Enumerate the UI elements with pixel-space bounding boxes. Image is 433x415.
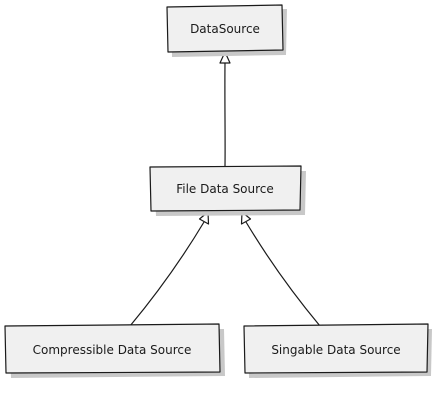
class-node-datasource[interactable]: DataSource — [166, 4, 287, 57]
inheritance-edge-file-to-datasource — [219, 51, 231, 167]
class-node-file-datasource[interactable]: File Data Source — [149, 165, 306, 216]
class-label-compressible-datasource: Compressible Data Source — [33, 343, 192, 357]
class-label-singable-datasource: Singable Data Source — [271, 343, 400, 357]
inheritance-edge-compressible-to-file — [129, 211, 210, 327]
inheritance-edge-singable-to-file — [240, 211, 321, 327]
class-label-datasource: DataSource — [190, 22, 260, 36]
class-node-compressible-datasource[interactable]: Compressible Data Source — [4, 323, 225, 378]
class-node-singable-datasource[interactable]: Singable Data Source — [243, 323, 432, 378]
hollow-triangle-arrowhead-icon — [219, 51, 231, 64]
class-label-file-datasource: File Data Source — [176, 182, 274, 196]
